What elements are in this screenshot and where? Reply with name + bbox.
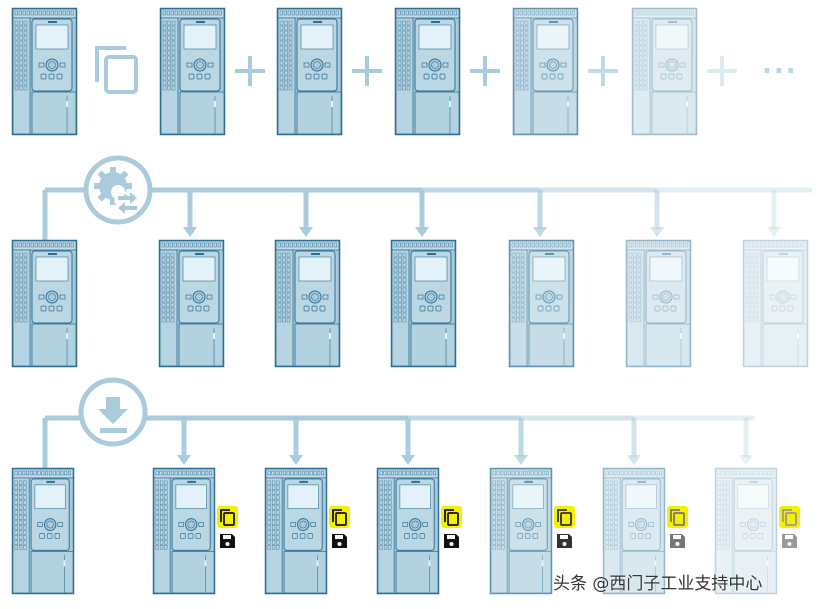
target-drive: [390, 239, 457, 368]
save-icon: [332, 534, 347, 548]
gear-icon: [94, 167, 140, 214]
copy-icon: [95, 46, 138, 94]
arrow-down-icon: [299, 227, 313, 237]
copy-badge: [329, 506, 350, 528]
copied-drive: [631, 7, 698, 136]
plus-icon: [707, 56, 737, 86]
copy-badge: [217, 506, 238, 528]
watermark: 头条 @西门子工业支持中心: [553, 574, 763, 594]
save-icon: [670, 534, 685, 548]
target-drive: [152, 467, 216, 595]
target-drive: [489, 467, 553, 595]
target-drive: [714, 467, 778, 595]
arrow-down-icon: [177, 455, 191, 465]
download-arrow-icon: [98, 397, 128, 424]
source-drive: [11, 467, 75, 595]
arrow-down-icon: [767, 227, 781, 237]
arrow-down-icon: [533, 227, 547, 237]
arrow-down-icon: [650, 227, 664, 237]
target-drive: [602, 467, 666, 595]
copied-drive: [394, 7, 461, 136]
save-icon: [220, 534, 235, 548]
target-drive: [274, 239, 341, 368]
arrow-down-icon: [514, 455, 528, 465]
plus-icon: [352, 56, 382, 86]
arrow-down-icon: [415, 227, 429, 237]
copy-badge: [554, 506, 575, 528]
plus-icon: [470, 56, 500, 86]
copied-drive: [159, 7, 226, 136]
copy-badge: [441, 506, 462, 528]
more-devices-ellipsis: ...: [762, 50, 798, 80]
copied-drive: [276, 7, 343, 136]
copy-badge: [667, 506, 688, 528]
target-drive: [158, 239, 225, 368]
plus-icon: [588, 56, 618, 86]
target-drive: [508, 239, 575, 368]
arrow-down-icon: [183, 227, 197, 237]
save-icon: [557, 534, 572, 548]
arrow-down-icon: [627, 455, 641, 465]
arrow-down-icon: [739, 455, 753, 465]
copied-drive: [512, 7, 579, 136]
download-bar-icon: [100, 428, 127, 433]
target-drive: [376, 467, 440, 595]
source-drive: [11, 7, 78, 136]
target-drive: [742, 239, 809, 368]
copy-badge: [779, 506, 800, 528]
target-drive: [625, 239, 692, 368]
plus-icon: [235, 56, 265, 86]
arrow-down-icon: [289, 455, 303, 465]
target-drive: [264, 467, 328, 595]
save-icon: [782, 534, 797, 548]
source-drive: [11, 239, 78, 368]
save-icon: [444, 534, 459, 548]
arrow-down-icon: [401, 455, 415, 465]
